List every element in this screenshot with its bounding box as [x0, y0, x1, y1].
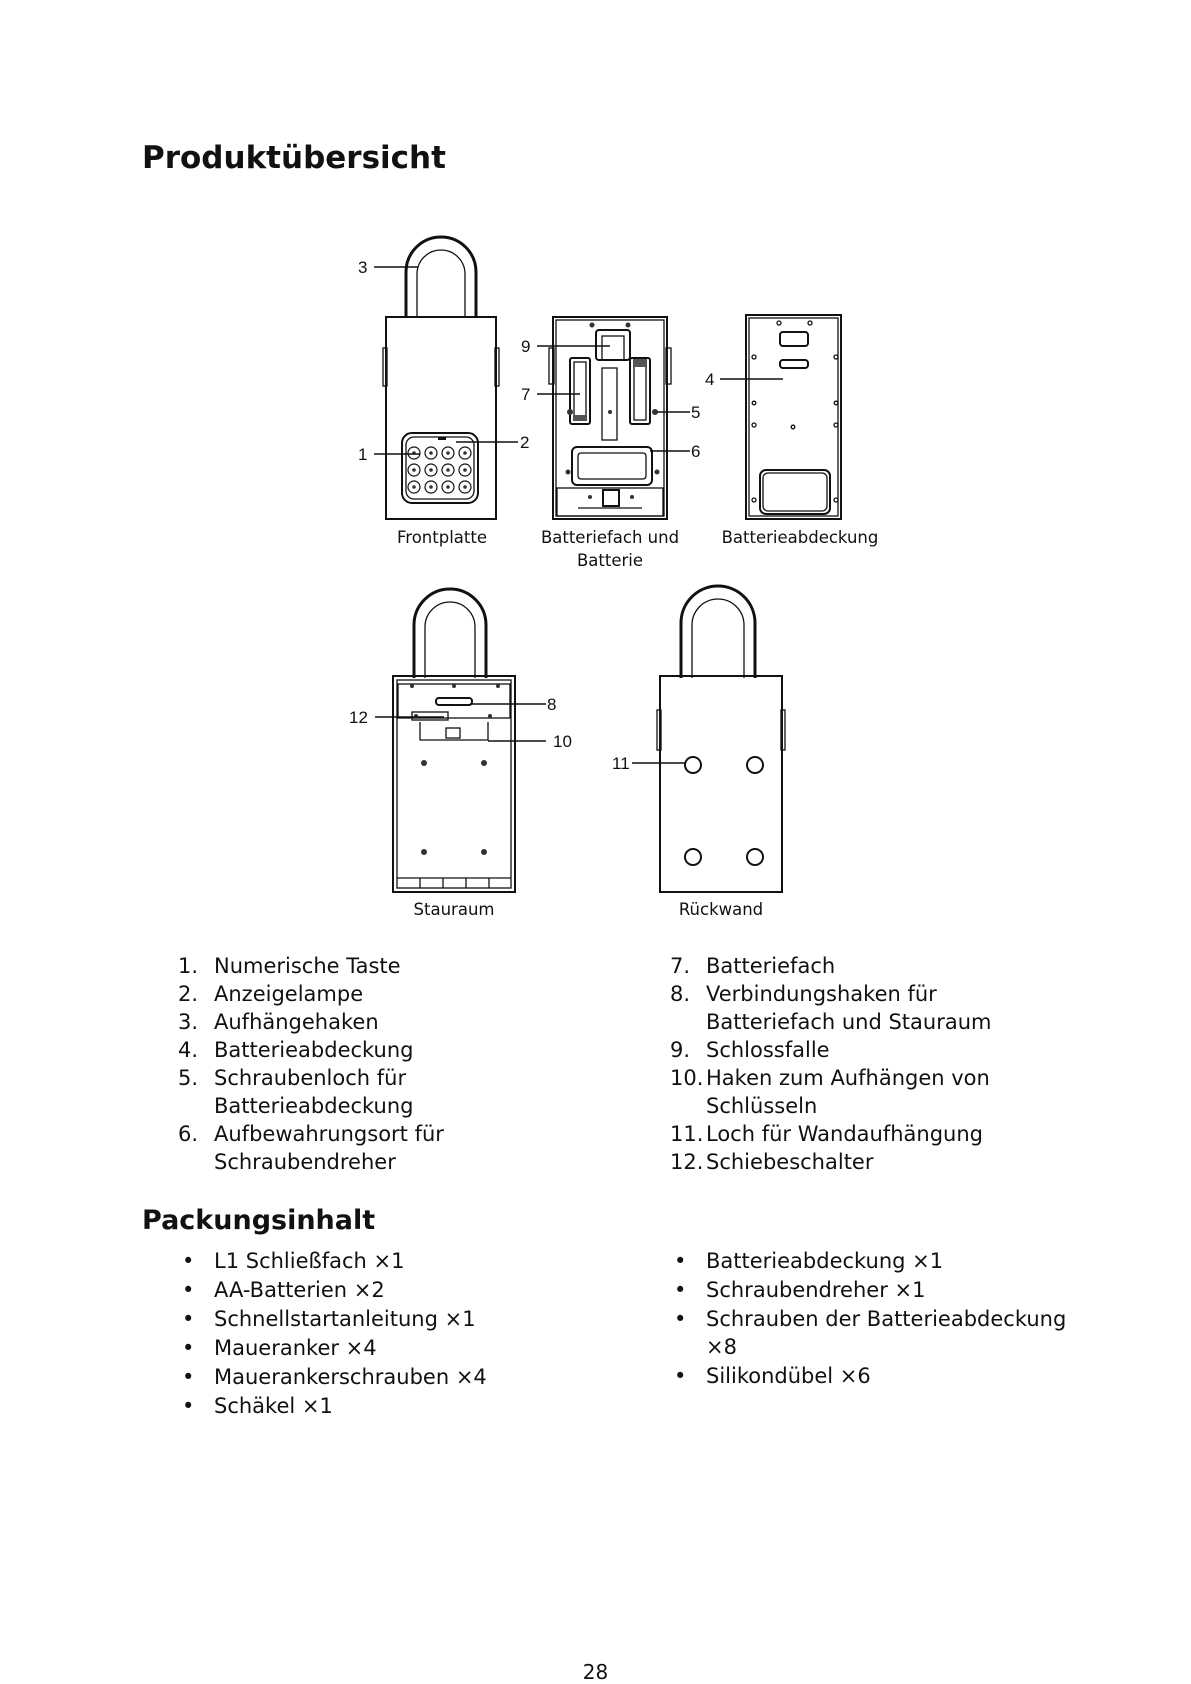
contents-title: Packungsinhalt: [142, 1205, 376, 1236]
contents-list-left: L1 Schließfach ×1 AA-Batterien ×2 Schnel…: [142, 1247, 582, 1421]
wall-mount-hole: [684, 756, 702, 774]
page-title: Produktübersicht: [142, 140, 446, 176]
contents-item: Schnellstartanleitung ×1: [142, 1305, 582, 1333]
callout-11: 11: [612, 754, 630, 773]
part-item: 3.Aufhängehaken: [178, 1010, 379, 1034]
caption-battery-cover: Batterieabdeckung: [721, 528, 879, 547]
contents-item: Silikondübel ×6: [634, 1362, 1074, 1390]
callout-6: 6: [691, 442, 700, 461]
callout-8: 8: [547, 695, 556, 714]
product-diagram: 3 1 2 9 7 5 6 4 8 10 11 12: [349, 235, 842, 893]
contents-item: Schraubendreher ×1: [634, 1276, 1074, 1304]
digit-6-key-icon: [424, 463, 438, 477]
digit-7-key-icon: [441, 463, 455, 477]
callout-10: 10: [553, 732, 572, 751]
back-panel-drawing: [656, 584, 786, 893]
confirm-key-icon: [458, 480, 472, 494]
digit-9-key-icon: [424, 480, 438, 494]
keypad: [407, 446, 472, 494]
indicator-lamp: [438, 437, 446, 440]
caption-storage: Stauraum: [413, 900, 495, 919]
part-item: 12.Schiebeschalter: [670, 1150, 874, 1174]
callout-leaders: [374, 266, 783, 764]
caption-front-panel: Frontplatte: [397, 528, 487, 547]
contents-item: L1 Schließfach ×1: [142, 1247, 582, 1275]
page-number: 28: [582, 1660, 609, 1684]
part-item: 5.Schraubenloch für Batterieabdeckung: [178, 1066, 414, 1118]
part-item: 8.Verbindungshaken für Batteriefach und …: [670, 982, 992, 1034]
digit-3-key-icon: [441, 446, 455, 460]
contents-item: Maueranker ×4: [142, 1334, 582, 1362]
callout-4: 4: [705, 370, 714, 389]
front-shackle: [404, 235, 478, 318]
parts-list-right: 7.Batteriefach 8.Verbindungshaken für Ba…: [634, 952, 1074, 1176]
callout-9: 9: [521, 337, 530, 356]
caption-back-panel: Rückwand: [678, 900, 764, 919]
contents-item: Mauerankerschrauben ×4: [142, 1363, 582, 1391]
battery-compartment-drawing: [548, 316, 672, 520]
contents-item: Schäkel ×1: [142, 1392, 582, 1420]
digit-1-key-icon: [407, 446, 421, 460]
part-item: 1.Numerische Taste: [178, 954, 401, 978]
storage-drawing: [392, 587, 516, 893]
digit-5-key-icon: [407, 463, 421, 477]
caption-battery-compartment: Batteriefach und Batterie: [540, 528, 680, 570]
battery-cover-drawing: [745, 314, 842, 520]
callout-12: 12: [349, 708, 368, 727]
contents-item: AA-Batterien ×2: [142, 1276, 582, 1304]
parts-list-left: 1.Numerische Taste 2.Anzeigelampe 3.Aufh…: [142, 952, 582, 1176]
digit-2-key-icon: [424, 446, 438, 460]
digit-0-key-icon: [441, 480, 455, 494]
callout-1: 1: [358, 445, 367, 464]
part-item: 9.Schlossfalle: [670, 1038, 830, 1062]
front-panel-drawing: [382, 235, 500, 520]
part-item: 11.Loch für Wandaufhängung: [670, 1122, 983, 1146]
callout-3: 3: [358, 258, 367, 277]
digit-8-key-icon: [458, 463, 472, 477]
part-item: 7.Batteriefach: [670, 954, 836, 978]
part-item: 10.Haken zum Aufhängen von Schlüsseln: [670, 1066, 990, 1118]
contents-item: Batterieabdeckung ×1: [634, 1247, 1074, 1275]
part-item: 6.Aufbewahrungsort für Schraubendreher: [178, 1122, 444, 1174]
callout-5: 5: [691, 403, 700, 422]
callout-2: 2: [520, 433, 529, 452]
part-item: 4.Batterieabdeckung: [178, 1038, 414, 1062]
contents-list-right: Batterieabdeckung ×1 Schraubendreher ×1 …: [634, 1247, 1074, 1391]
part-item: 2.Anzeigelampe: [178, 982, 364, 1006]
digit-4-key-icon: [458, 446, 472, 460]
cancel-key-icon: [407, 480, 421, 494]
callout-7: 7: [521, 385, 530, 404]
contents-item: Schrauben der Batterieabdeckung ×8: [634, 1305, 1086, 1361]
